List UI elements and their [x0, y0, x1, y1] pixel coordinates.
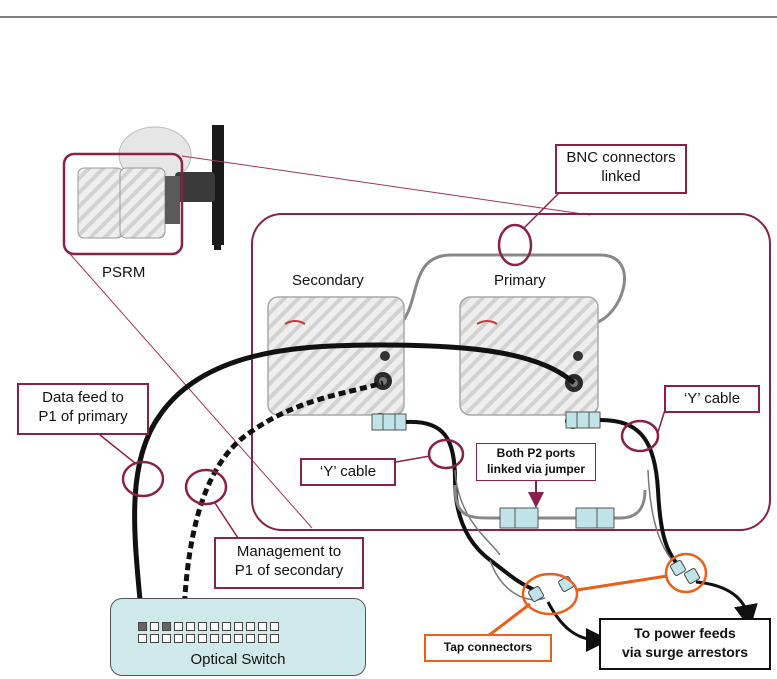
data-feed-ellipse: [123, 462, 163, 496]
port: [186, 634, 195, 643]
port: [258, 622, 267, 631]
power-feeds-line2: via surge arrestors: [599, 644, 771, 661]
projection-line-top: [182, 156, 590, 215]
management-line1: Management to: [214, 543, 364, 561]
port: [186, 622, 195, 631]
jumper-connector-right: [576, 508, 614, 528]
port: [210, 634, 219, 643]
optical-switch-label: Optical Switch: [110, 651, 366, 669]
both-p2-line2: linked via jumper: [476, 462, 596, 476]
data-feed-leader: [100, 435, 135, 463]
data-feed-callout-line1: Data feed to: [17, 389, 149, 407]
port: [174, 622, 183, 631]
port-p1-data: [138, 622, 147, 631]
power-feed-cable-right: [696, 582, 748, 617]
secondary-label: Secondary: [292, 272, 364, 290]
port: [150, 622, 159, 631]
jumper-connector-left: [500, 508, 538, 528]
tap-connectors-label: Tap connectors: [424, 640, 552, 654]
management-line2: P1 of secondary: [214, 562, 364, 580]
data-feed-callout-line2: P1 of primary: [17, 408, 149, 426]
management-ellipse: [186, 470, 226, 504]
port: [138, 634, 147, 643]
psrm-label: PSRM: [102, 264, 145, 282]
psrm-photo: [78, 125, 224, 250]
management-leader: [215, 503, 238, 538]
port: [210, 622, 219, 631]
y-cable-right-ellipse: [622, 421, 658, 451]
port: [234, 622, 243, 631]
port: [270, 634, 279, 643]
port: [234, 634, 243, 643]
port: [246, 634, 255, 643]
tap-connector-left: [490, 560, 574, 602]
primary-odu: [460, 297, 598, 429]
port: [222, 634, 231, 643]
bnc-callout-line1: BNC connectors: [555, 149, 687, 167]
p2-connector-primary: [566, 412, 600, 428]
port: [246, 622, 255, 631]
tap-callout-leader: [488, 604, 530, 636]
y-cable-primary: [600, 420, 678, 565]
port: [222, 622, 231, 631]
power-feed-cable-left: [548, 602, 598, 640]
p2-connector-secondary: [372, 414, 406, 430]
bnc-callout-line2: linked: [555, 168, 687, 186]
port-p1-management: [162, 622, 171, 631]
tap-connector-right: [670, 560, 700, 584]
p2-jumper-cable: [455, 485, 645, 518]
port: [258, 634, 267, 643]
y-cable-left-ellipse: [429, 440, 463, 468]
port-row-top: [138, 622, 298, 631]
tap-link-line: [577, 576, 667, 590]
optical-switch-ports: [138, 622, 298, 644]
primary-label: Primary: [494, 272, 546, 290]
port: [270, 622, 279, 631]
port: [174, 634, 183, 643]
power-feeds-line1: To power feeds: [599, 625, 771, 642]
port-row-bottom: [138, 634, 298, 643]
y-cable-left-leader: [396, 456, 430, 462]
bnc-callout-ellipse: [499, 225, 531, 265]
y-cable-left-label: ‘Y’ cable: [300, 463, 396, 481]
port: [198, 634, 207, 643]
both-p2-line1: Both P2 ports: [476, 446, 596, 460]
port: [150, 634, 159, 643]
port: [162, 634, 171, 643]
y-cable-right-leader: [658, 410, 665, 432]
port: [198, 622, 207, 631]
y-cable-right-label: ‘Y’ cable: [664, 390, 760, 408]
